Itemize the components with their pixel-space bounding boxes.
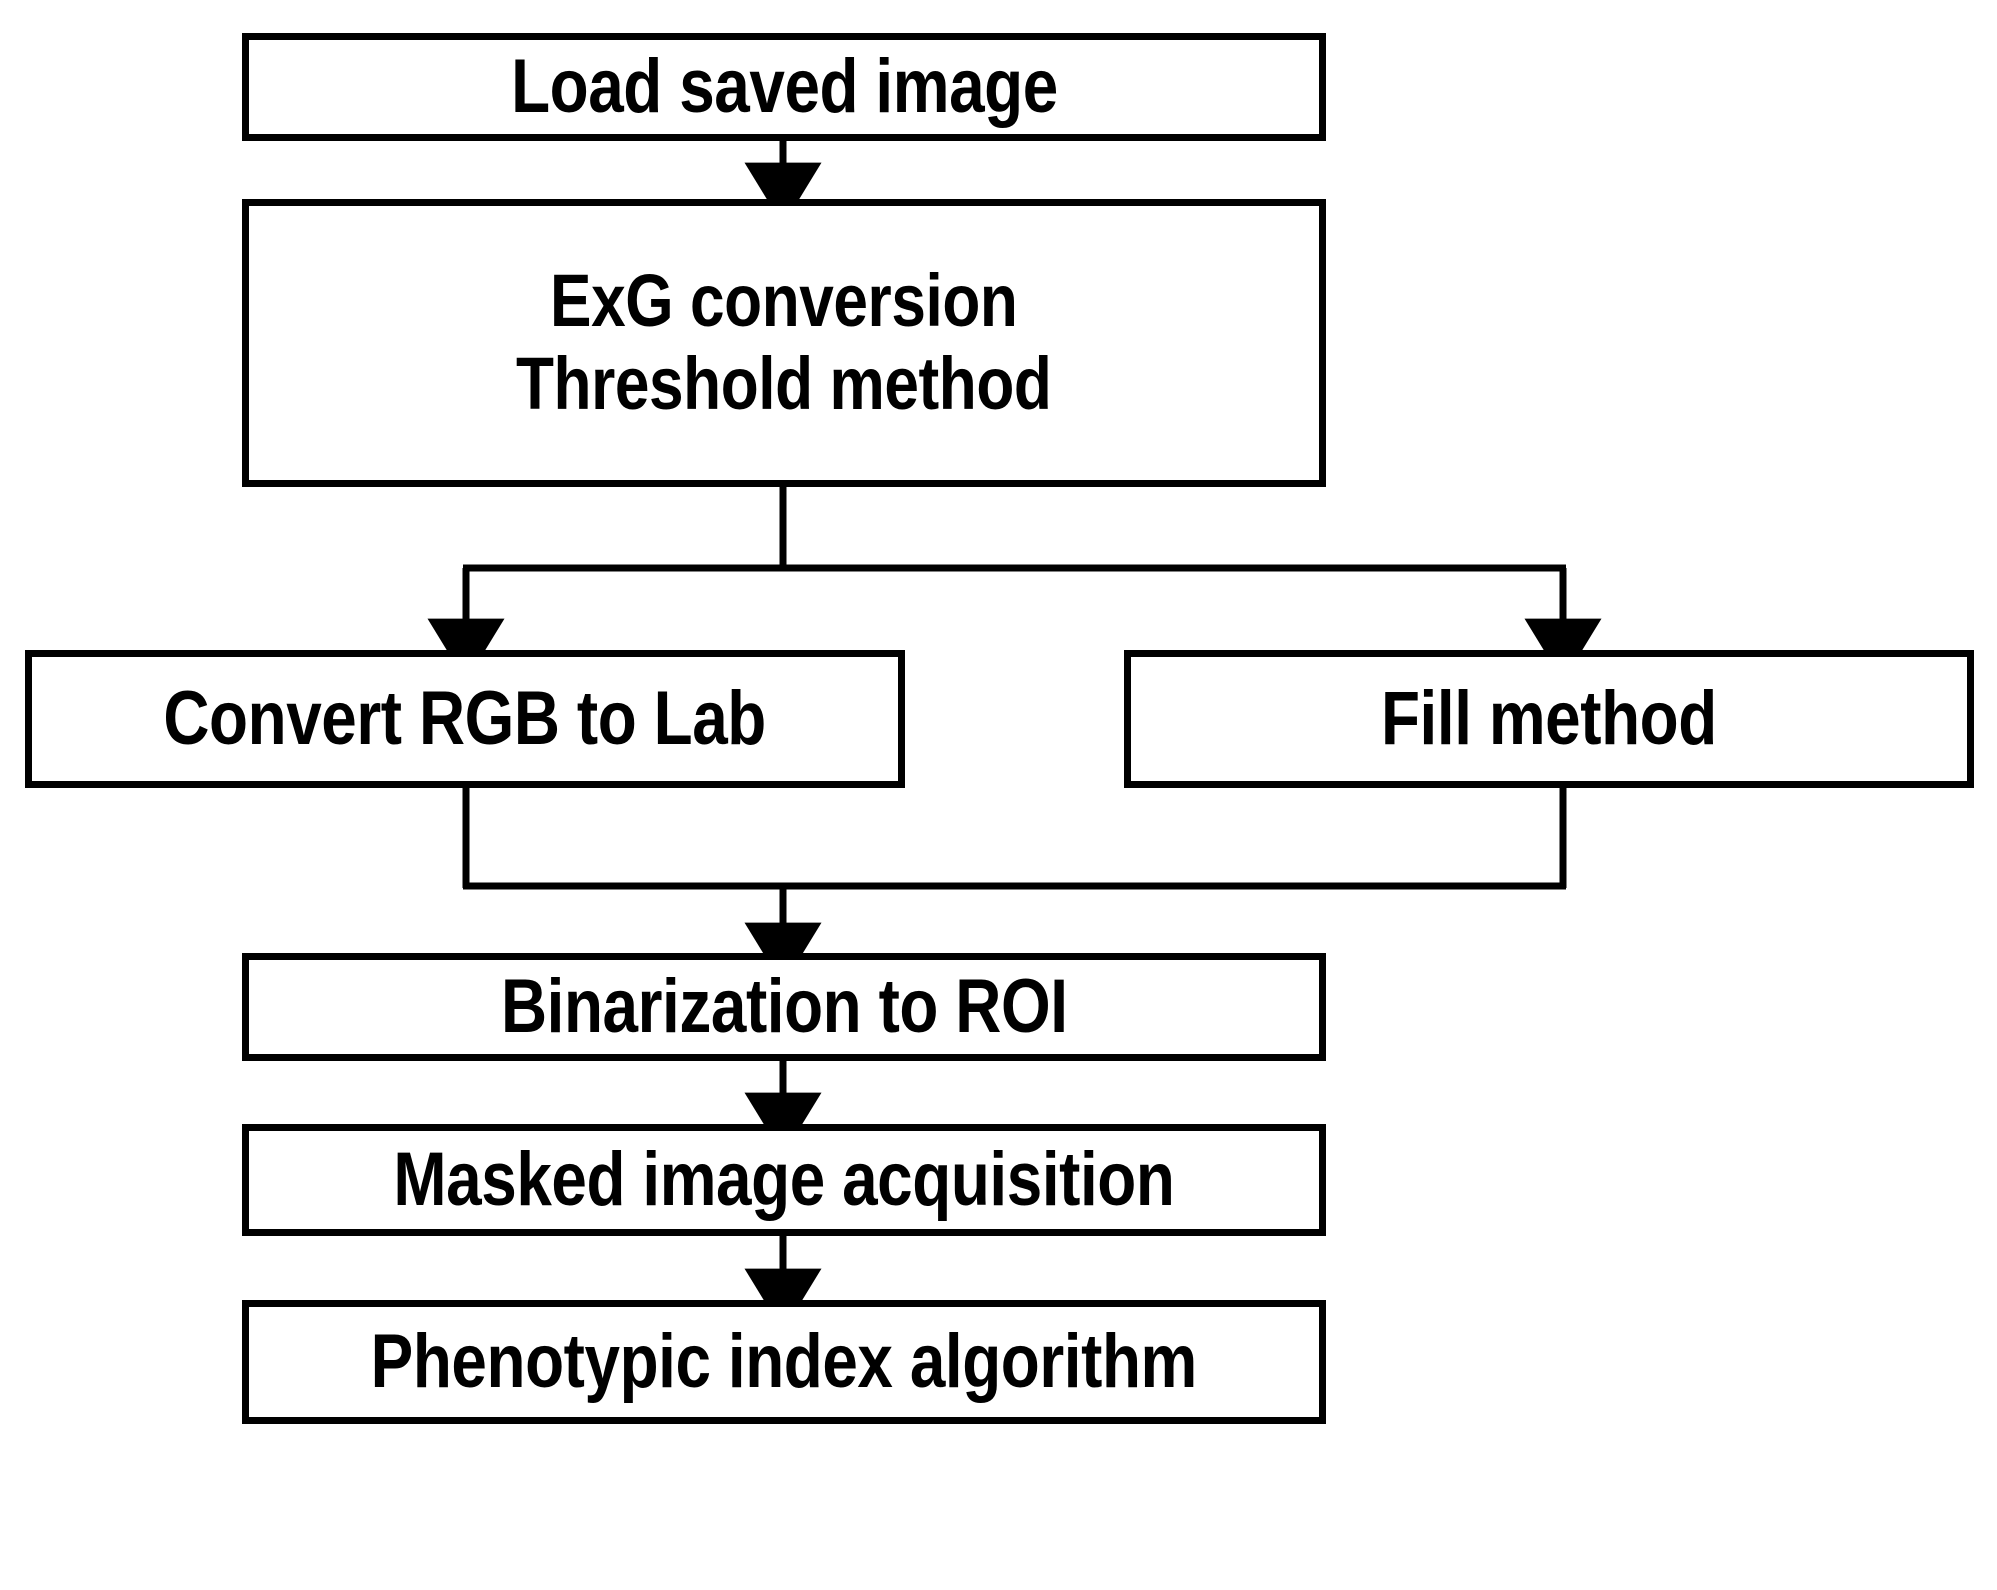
node-load-saved-image[interactable]: Load saved image [242, 33, 1326, 141]
node-convert-rgb-to-lab[interactable]: Convert RGB to Lab [25, 650, 905, 788]
node-fill-method[interactable]: Fill method [1124, 650, 1974, 788]
node-convert-rgb-to-lab-label: Convert RGB to Lab [163, 675, 767, 761]
node-masked-image-acquisition-label: Masked image acquisition [393, 1136, 1175, 1222]
node-binarization-to-roi-label: Binarization to ROI [500, 963, 1068, 1049]
node-fill-method-label: Fill method [1381, 675, 1717, 761]
node-phenotypic-index-algorithm-label: Phenotypic index algorithm [370, 1318, 1198, 1404]
node-phenotypic-index-algorithm[interactable]: Phenotypic index algorithm [242, 1300, 1326, 1424]
node-masked-image-acquisition[interactable]: Masked image acquisition [242, 1124, 1326, 1236]
node-binarization-to-roi[interactable]: Binarization to ROI [242, 953, 1326, 1061]
node-load-saved-image-label: Load saved image [510, 43, 1058, 129]
node-exg-conversion-label: ExG conversion Threshold method [516, 259, 1052, 425]
node-exg-conversion[interactable]: ExG conversion Threshold method [242, 199, 1326, 487]
